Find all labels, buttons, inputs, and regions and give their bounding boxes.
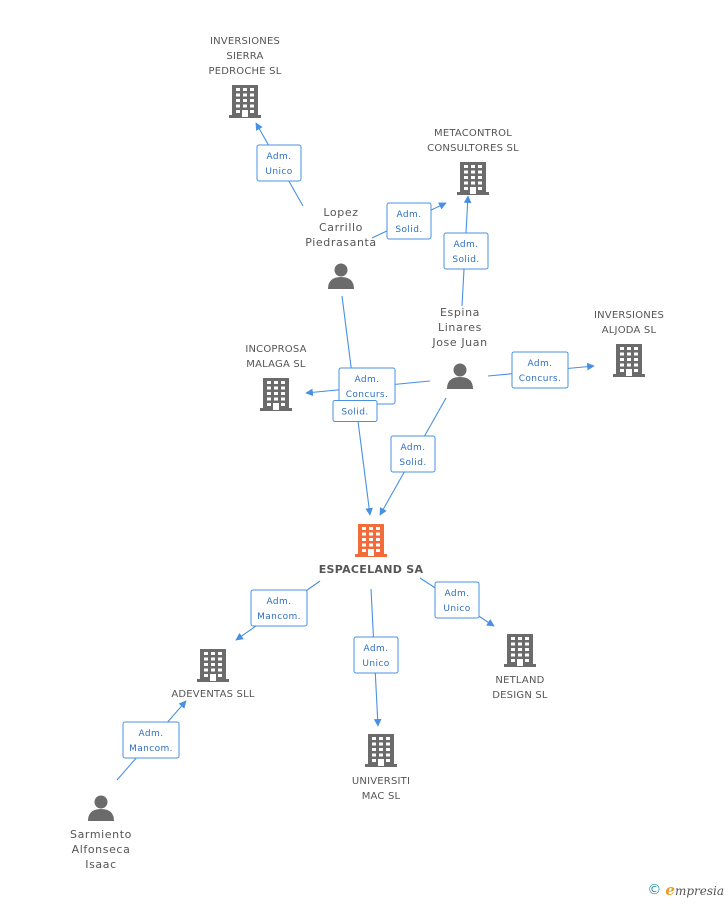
node-label: Alfonseca xyxy=(72,843,131,856)
role-badge[interactable]: Adm. Unico xyxy=(256,144,302,182)
node-label: Espina xyxy=(440,306,480,319)
role-badge[interactable]: Adm. Concurs. xyxy=(338,367,396,405)
role-badge-text: Solid. xyxy=(452,255,479,265)
role-badge-text: Adm. xyxy=(364,644,389,654)
role-badge-text: Adm. xyxy=(445,589,470,599)
node-label: SIERRA xyxy=(226,51,263,62)
building-icon[interactable] xyxy=(260,378,292,411)
node-inversiones_aljoda[interactable]: INVERSIONES ALJODA SL xyxy=(594,310,664,377)
building-icon[interactable] xyxy=(504,634,536,667)
role-badge-text: Solid. xyxy=(341,408,368,418)
role-badge[interactable]: Adm. Mancom. xyxy=(122,721,180,759)
node-espaceland[interactable]: ESPACELAND SA xyxy=(319,524,424,576)
person-icon[interactable] xyxy=(88,795,114,822)
node-label: Sarmiento xyxy=(70,828,132,841)
node-label: DESIGN SL xyxy=(492,690,548,701)
role-badge[interactable]: Adm. Unico xyxy=(353,636,399,674)
node-label: Piedrasanta xyxy=(305,236,377,249)
node-label: MAC SL xyxy=(362,791,401,802)
building-icon[interactable] xyxy=(197,649,229,682)
role-badge-text: Adm. xyxy=(267,597,292,607)
role-badge-text: Adm. xyxy=(139,729,164,739)
person-icon[interactable] xyxy=(328,263,354,290)
footer-brand: © empresia xyxy=(647,881,724,899)
building-icon[interactable] xyxy=(613,344,645,377)
node-universitimac[interactable]: UNIVERSITI MAC SL xyxy=(352,734,410,802)
node-label: INVERSIONES xyxy=(594,310,664,321)
building-icon[interactable] xyxy=(355,524,387,557)
role-badge-text: Mancom. xyxy=(257,612,301,622)
brand-logo[interactable]: empresia xyxy=(665,881,724,899)
node-incoprosa[interactable]: INCOPROSA MALAGA SL xyxy=(245,344,306,411)
node-label: ADEVENTAS SLL xyxy=(171,689,255,700)
node-label: ALJODA SL xyxy=(602,325,657,336)
role-badge[interactable]: Adm. Unico xyxy=(434,581,480,619)
role-badge[interactable]: Adm. Concurs. xyxy=(511,351,569,389)
node-label: Linares xyxy=(438,321,482,334)
role-badge[interactable]: Adm. Solid. xyxy=(390,435,436,473)
building-icon[interactable] xyxy=(365,734,397,767)
role-badge-text: Concurs. xyxy=(519,374,562,384)
role-badge-text: Adm. xyxy=(528,359,553,369)
role-badge-text: Adm. xyxy=(267,152,292,162)
node-label: MALAGA SL xyxy=(246,359,306,370)
node-label: PEDROCHE SL xyxy=(209,66,282,77)
role-badge-text: Unico xyxy=(443,604,470,614)
role-badge-text: Adm. xyxy=(401,443,426,453)
node-label: CONSULTORES SL xyxy=(427,143,519,154)
node-label: INCOPROSA xyxy=(245,344,306,355)
node-inversiones_sierra[interactable]: INVERSIONES SIERRA PEDROCHE SL xyxy=(209,36,282,118)
role-badge-text: Mancom. xyxy=(129,744,173,754)
copyright-icon: © xyxy=(647,882,662,898)
role-badge-text: Solid. xyxy=(399,458,426,468)
role-badge[interactable]: Adm. Mancom. xyxy=(250,589,308,627)
role-badge-text: Adm. xyxy=(355,375,380,385)
role-badge-text: Concurs. xyxy=(346,390,389,400)
role-badge-text: Adm. xyxy=(454,240,479,250)
role-badge-text: Adm. xyxy=(397,210,422,220)
node-label: Lopez xyxy=(323,206,358,219)
person-icon[interactable] xyxy=(447,363,473,390)
building-icon[interactable] xyxy=(457,162,489,195)
role-badge[interactable]: Adm. Solid. xyxy=(386,202,432,240)
node-label: Isaac xyxy=(85,858,117,871)
node-label: INVERSIONES xyxy=(210,36,280,47)
role-badge-text: Solid. xyxy=(395,225,422,235)
node-label: NETLAND xyxy=(495,675,544,686)
node-label: METACONTROL xyxy=(434,128,512,139)
node-netland[interactable]: NETLAND DESIGN SL xyxy=(492,634,548,701)
node-label: UNIVERSITI xyxy=(352,776,410,787)
building-icon[interactable] xyxy=(229,85,261,118)
node-adeventas[interactable]: ADEVENTAS SLL xyxy=(171,649,255,700)
node-label: Jose Juan xyxy=(431,336,487,349)
node-label: ESPACELAND SA xyxy=(319,563,424,576)
role-badge-text: Unico xyxy=(265,167,292,177)
role-badge[interactable]: Solid. xyxy=(332,400,378,422)
role-badge[interactable]: Adm. Solid. xyxy=(443,232,489,270)
role-badge-text: Unico xyxy=(362,659,389,669)
node-metacontrol[interactable]: METACONTROL CONSULTORES SL xyxy=(427,128,519,195)
node-label: Carrillo xyxy=(319,221,363,234)
